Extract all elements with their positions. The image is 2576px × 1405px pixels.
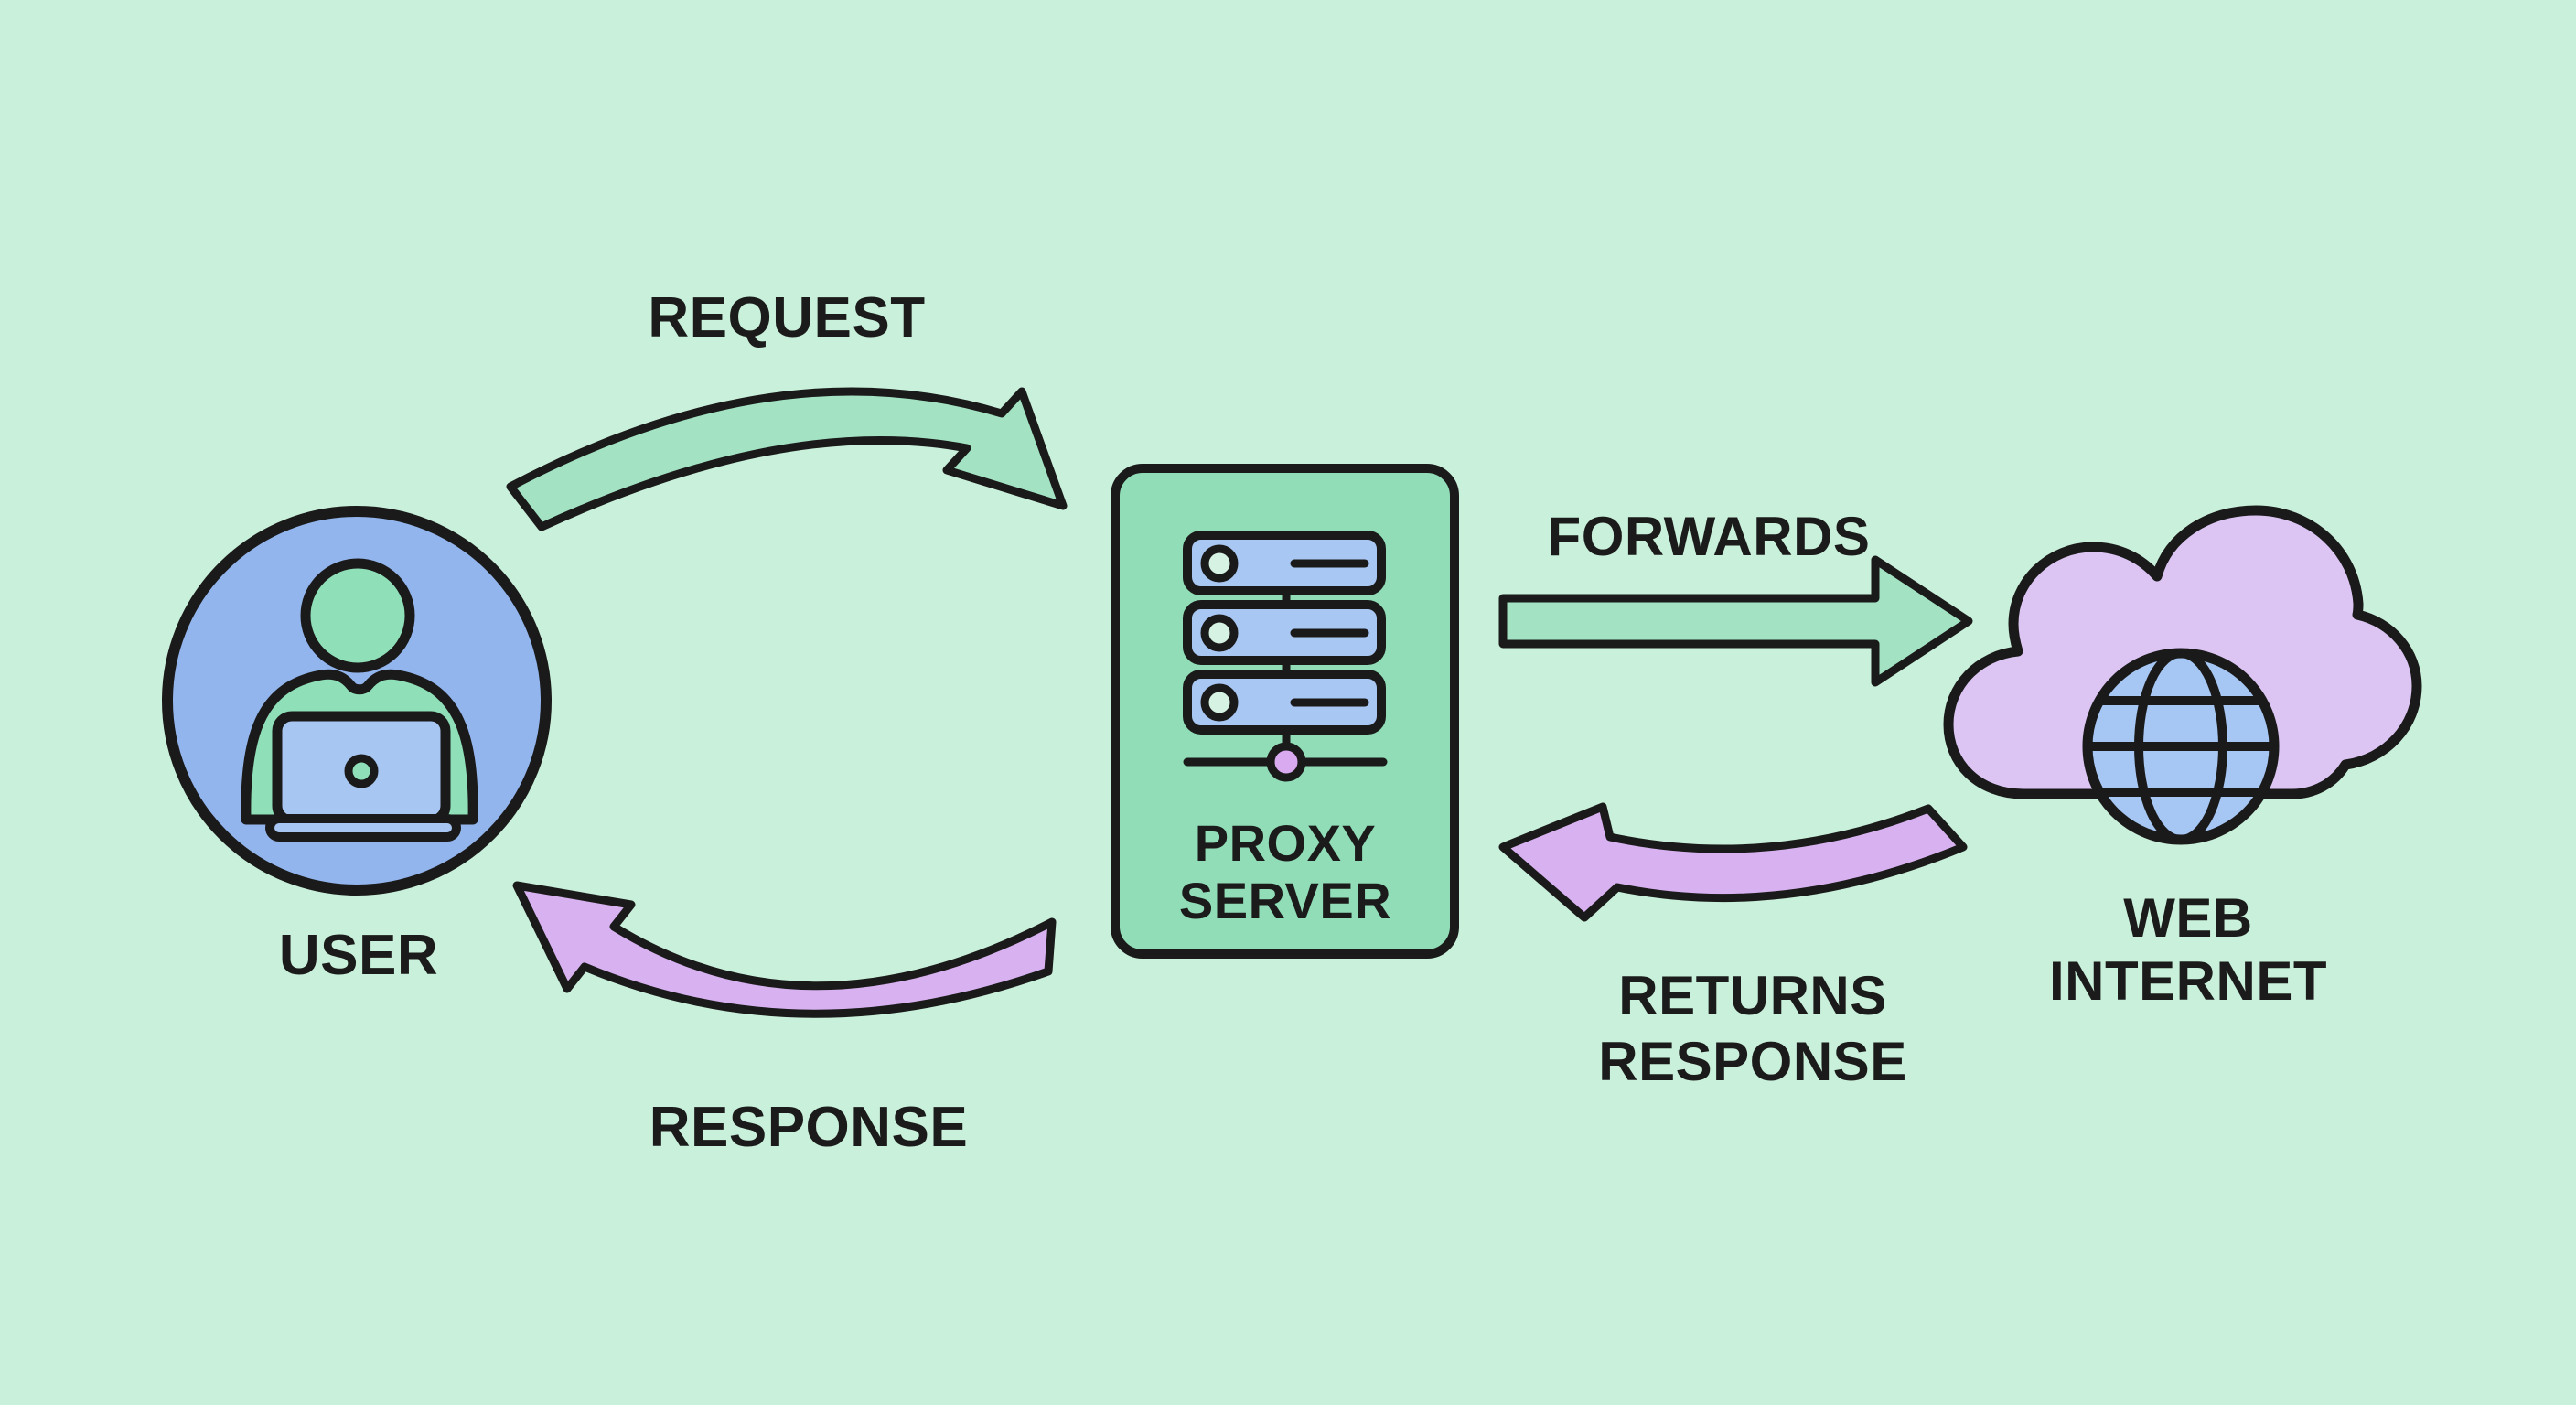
response-label: RESPONSE	[649, 1096, 969, 1159]
returns-response-flow: RETURNS RESPONSE	[1498, 802, 1968, 1092]
server-row	[1183, 670, 1386, 735]
server-stack-icon	[1183, 531, 1388, 782]
laptop-dot-icon	[344, 754, 379, 788]
returns-label-line2: RESPONSE	[1598, 1031, 1906, 1092]
user-label: USER	[279, 924, 438, 987]
person-head-icon	[300, 558, 415, 673]
request-label: REQUEST	[648, 286, 925, 349]
web-label-line2: INTERNET	[2049, 950, 2327, 1012]
network-node-icon	[1266, 742, 1306, 782]
forwards-arrow	[1498, 555, 1973, 687]
proxy-label-line2: SERVER	[1179, 872, 1391, 929]
response-arrow	[512, 881, 1057, 1018]
proxy-server-node: PROXY SERVER	[1111, 464, 1459, 959]
server-led-icon	[1200, 544, 1239, 583]
server-led-icon	[1200, 614, 1239, 652]
forwards-flow: FORWARDS	[1498, 506, 1973, 687]
laptop-base-icon	[265, 814, 461, 842]
server-row	[1183, 531, 1386, 595]
proxy-label-line1: PROXY	[1195, 814, 1377, 872]
globe-icon	[2082, 648, 2280, 845]
response-flow: RESPONSE	[512, 881, 1057, 1159]
request-arrow	[506, 387, 1068, 531]
server-led-icon	[1200, 683, 1239, 722]
returns-label-line1: RETURNS	[1618, 965, 1887, 1026]
web-label-line1: WEB	[2123, 887, 2252, 949]
server-row	[1183, 600, 1386, 665]
web-internet-node: WEB INTERNET	[1943, 505, 2422, 1012]
request-flow: REQUEST	[506, 286, 1068, 531]
forwards-label: FORWARDS	[1548, 506, 1871, 567]
returns-response-arrow	[1498, 802, 1968, 922]
user-node: USER	[162, 506, 552, 987]
